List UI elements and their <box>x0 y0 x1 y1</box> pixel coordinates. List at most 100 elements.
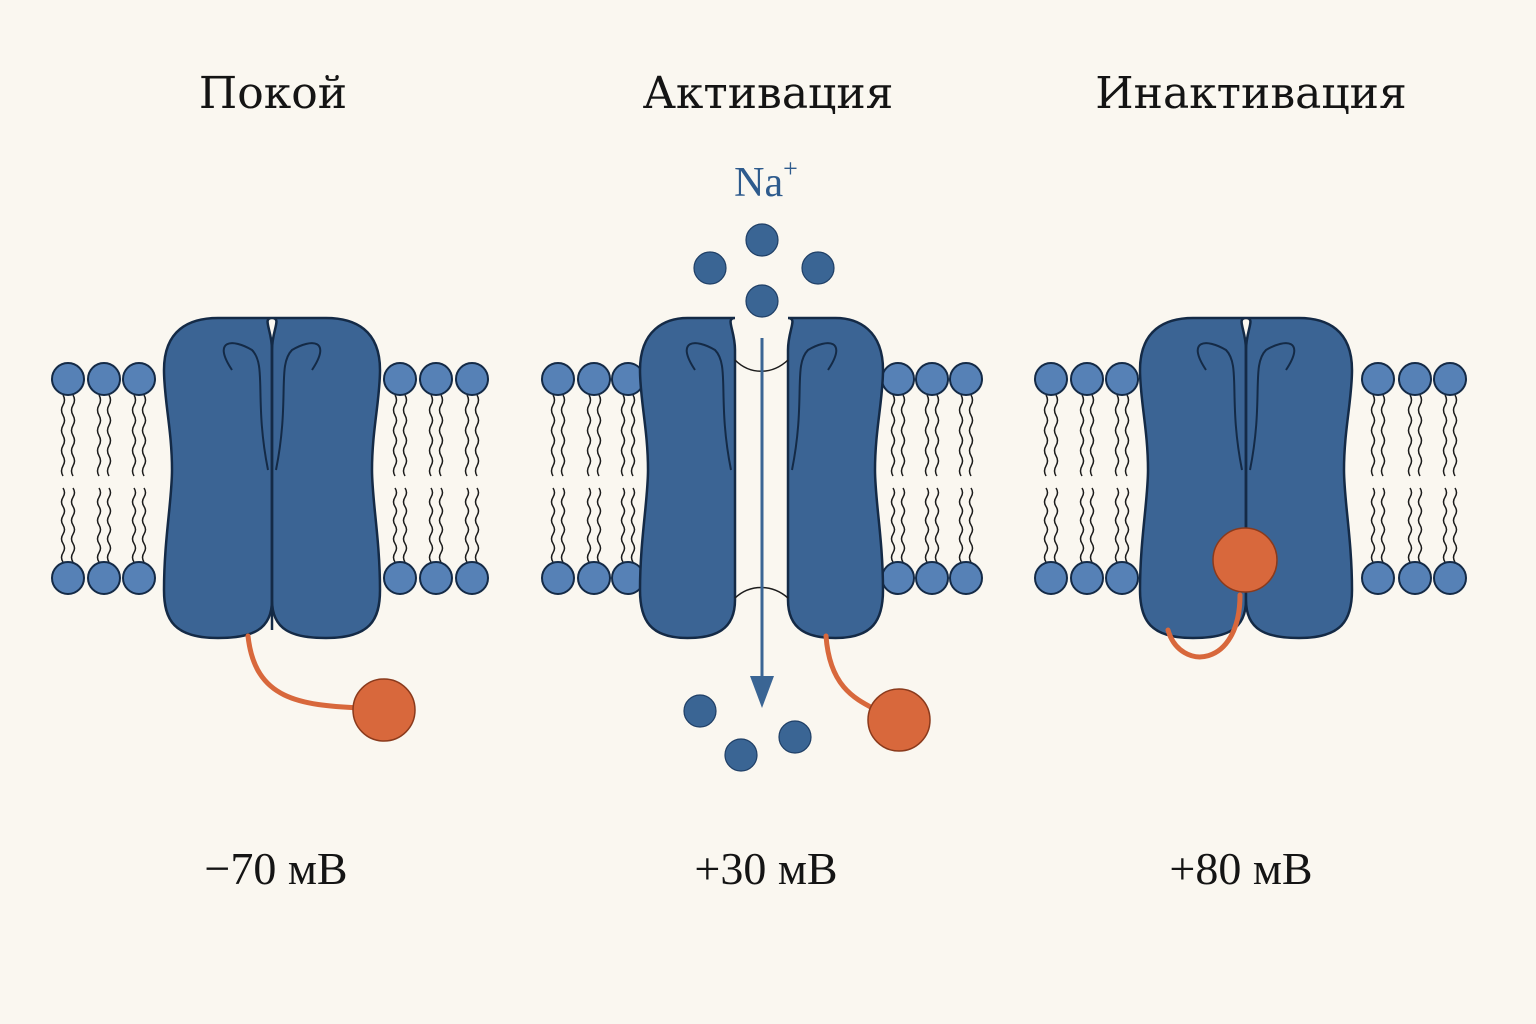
ion-symbol: Na <box>734 160 784 206</box>
channel-subunit <box>786 316 885 640</box>
phospholipid-head <box>949 561 983 595</box>
phospholipid-head <box>1361 561 1395 595</box>
phospholipid-head <box>419 561 453 595</box>
phospholipid-head <box>1034 362 1068 396</box>
phospholipid-head <box>949 362 983 396</box>
channel-groove <box>275 342 322 471</box>
phospholipid-head <box>455 362 489 396</box>
sodium-ion <box>745 223 779 257</box>
lipid-tail <box>596 394 602 477</box>
sodium-ion <box>778 720 812 754</box>
channel-subunit <box>638 316 737 640</box>
phospholipid-head <box>881 362 915 396</box>
lipid-tail <box>550 487 556 563</box>
lipid-tail <box>141 394 147 477</box>
lipid-tail <box>464 394 470 477</box>
lipid-tail <box>550 394 556 477</box>
phospholipid-head <box>122 362 156 396</box>
lipid-tail <box>1043 487 1049 563</box>
phospholipid-head <box>122 561 156 595</box>
lipid-tail <box>1370 394 1376 477</box>
lipid-tail <box>1370 487 1376 563</box>
phospholipid-head <box>1398 561 1432 595</box>
lipid-tail <box>924 487 930 563</box>
sodium-ion-label: Na+ <box>666 154 866 207</box>
inactivation-gate-tether <box>1165 592 1243 660</box>
phospholipid-head <box>383 561 417 595</box>
lipid-tail <box>900 394 906 477</box>
phospholipid-head <box>1105 362 1139 396</box>
lipid-tail <box>630 394 636 477</box>
phospholipid-head <box>1070 362 1104 396</box>
lipid-tail <box>1079 487 1085 563</box>
phospholipid-head <box>541 362 575 396</box>
channel-subunit <box>1138 316 1248 640</box>
lipid-tail <box>586 487 592 563</box>
lipid-tail <box>428 394 434 477</box>
channel-groove <box>1249 342 1296 471</box>
phospholipid-head <box>51 561 85 595</box>
sodium-ion <box>693 251 727 285</box>
phospholipid-head <box>881 561 915 595</box>
lipid-tail <box>474 487 480 563</box>
lipid-tail <box>1089 487 1095 563</box>
lipid-tail <box>1053 487 1059 563</box>
inactivation-gate-tether <box>823 633 883 715</box>
lipid-tail <box>958 394 964 477</box>
phospholipid-head <box>383 362 417 396</box>
inactivation-gate-ball <box>1212 527 1278 593</box>
lipid-tail <box>141 487 147 563</box>
lipid-tail <box>620 487 626 563</box>
phospholipid-head <box>915 561 949 595</box>
phospholipid-head <box>87 362 121 396</box>
channel-subunit <box>162 316 274 640</box>
ion-charge: + <box>783 154 798 183</box>
lipid-tail <box>70 394 76 477</box>
channel-subunit <box>1244 316 1354 640</box>
lipid-tail <box>474 394 480 477</box>
lipid-tail <box>1124 487 1130 563</box>
lipid-tail <box>1114 487 1120 563</box>
phospholipid-head <box>1433 561 1467 595</box>
lipid-tail <box>96 487 102 563</box>
lipid-tail <box>1417 487 1423 563</box>
membrane-layers <box>51 362 1467 595</box>
lipid-tail <box>60 394 66 477</box>
voltage-inactivation: +80 мВ <box>1169 843 1313 894</box>
lipid-tail <box>106 487 112 563</box>
lipid-tail <box>464 487 470 563</box>
state-title-rest: Покой <box>198 68 348 119</box>
channel-groove <box>1196 342 1243 471</box>
lipid-tail <box>131 394 137 477</box>
lipid-tail <box>968 394 974 477</box>
lipid-tail <box>1089 394 1095 477</box>
phospholipid-head <box>1034 561 1068 595</box>
lipid-tail <box>934 394 940 477</box>
lipid-tail <box>958 487 964 563</box>
lipid-tail <box>1053 394 1059 477</box>
lipid-tail <box>900 487 906 563</box>
channel-groove <box>685 342 732 471</box>
sodium-ion <box>724 738 758 772</box>
phospholipid-head <box>455 561 489 595</box>
lipid-tail <box>1407 394 1413 477</box>
lipid-tail <box>620 394 626 477</box>
lipid-tail <box>60 487 66 563</box>
lipid-tail <box>890 487 896 563</box>
lipid-tail <box>560 487 566 563</box>
lipid-tail <box>1114 394 1120 477</box>
lipid-tail <box>438 487 444 563</box>
state-title-inactivation: Инактивация <box>1095 68 1407 119</box>
channel-activation <box>638 316 931 752</box>
lipid-tail <box>924 394 930 477</box>
lipid-tail <box>1124 394 1130 477</box>
lipid-tail <box>438 394 444 477</box>
lipid-tail <box>1442 394 1448 477</box>
ion-flow-arrow-head <box>750 676 774 708</box>
lipid-tail <box>596 487 602 563</box>
lipid-tail <box>392 394 398 477</box>
lipid-tail <box>560 394 566 477</box>
phospholipid-head <box>577 561 611 595</box>
lipid-tail <box>1380 394 1386 477</box>
